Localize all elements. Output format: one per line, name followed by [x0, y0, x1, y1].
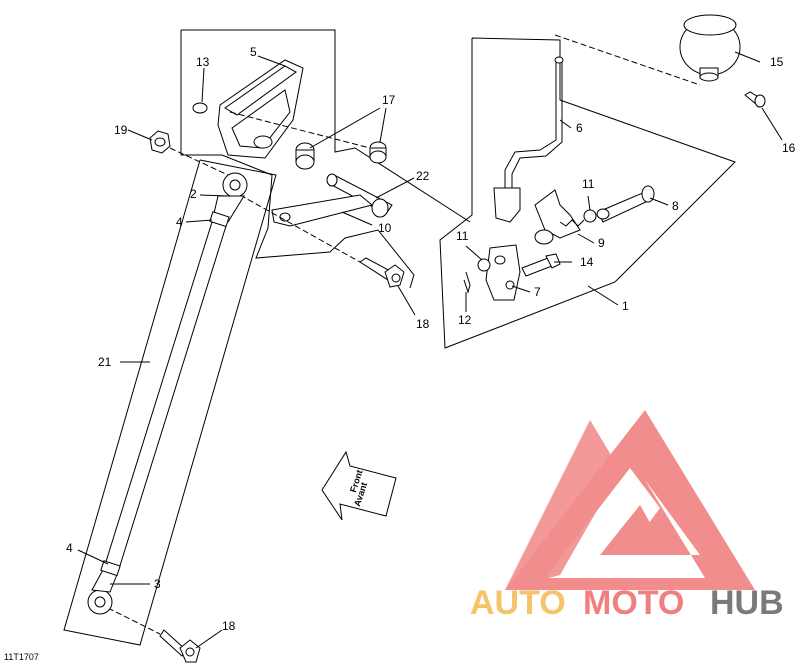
callout-13: 13 [196, 55, 210, 69]
callout-1: 1 [622, 299, 629, 313]
part-13-ring [192, 102, 208, 114]
outline-upper-bracket [180, 30, 415, 289]
dash-18-lower [107, 607, 161, 635]
callout-9: 9 [598, 236, 605, 250]
part-11-washer-right [583, 209, 597, 223]
callout-7: 7 [534, 285, 541, 299]
callout-5: 5 [250, 45, 257, 59]
callout-3: 3 [154, 577, 161, 591]
part-5-cover [217, 59, 304, 159]
part-7-clevis [485, 244, 521, 301]
part-17-bushing [295, 142, 315, 170]
callout-22: 22 [416, 169, 430, 183]
callout-19: 19 [114, 123, 128, 137]
callout-11-right: 11 [582, 177, 595, 191]
part-11-washer-left [477, 258, 491, 272]
logo-triangle-inner [545, 468, 705, 578]
callout-15: 15 [770, 55, 784, 69]
front-arrow: Front Avant [321, 450, 397, 521]
callout-4-upper: 4 [176, 215, 183, 229]
callout-18-lower: 18 [222, 619, 236, 633]
part-14-bolt [521, 253, 561, 277]
part-8-pin [596, 185, 655, 223]
part-16-screw [744, 91, 766, 108]
callout-12: 12 [458, 313, 472, 327]
dash-19 [169, 147, 229, 176]
callout-8: 8 [672, 199, 679, 213]
part-4-nut-lower [100, 560, 121, 577]
watermark-auto: AUTO [470, 584, 566, 622]
callout-6: 6 [576, 121, 583, 135]
part-21-rod [87, 172, 248, 615]
outline-rod-box [63, 159, 277, 646]
watermark-hub: HUB [710, 584, 784, 622]
part-19-nut [149, 130, 171, 154]
part-12-cotter [463, 271, 471, 294]
callout-14: 14 [580, 255, 594, 269]
part-10-lever [271, 194, 374, 227]
drawing-id: 11T1707 [4, 652, 39, 662]
outline-knob-dash [554, 34, 701, 86]
part-18-bolt-lower [159, 629, 201, 663]
watermark-moto: MOTO [583, 584, 684, 622]
part-6-lever [493, 56, 564, 223]
callout-2: 2 [190, 187, 197, 201]
outline-lever-box [439, 37, 736, 349]
dash-18-upper [239, 194, 361, 263]
dash-17 [229, 111, 371, 149]
watermark-logo [505, 410, 755, 590]
callout-17: 17 [382, 93, 396, 107]
outline-top-box [181, 29, 471, 223]
callout-11-left: 11 [456, 229, 469, 243]
callout-21: 21 [98, 355, 112, 369]
callout-16: 16 [782, 141, 796, 155]
logo-left-peak [505, 420, 620, 590]
leader-lines [77, 51, 783, 649]
part-9-cam [534, 189, 585, 245]
callout-10: 10 [378, 221, 392, 235]
part-18-bolt-upper [359, 257, 405, 288]
callout-4-lower: 4 [66, 541, 73, 555]
part-4-nut-upper [209, 211, 230, 228]
part-15-knob [679, 14, 741, 82]
part-17-screw [369, 141, 387, 164]
logo-triangle-core [600, 505, 668, 555]
callout-18-upper: 18 [416, 317, 430, 331]
